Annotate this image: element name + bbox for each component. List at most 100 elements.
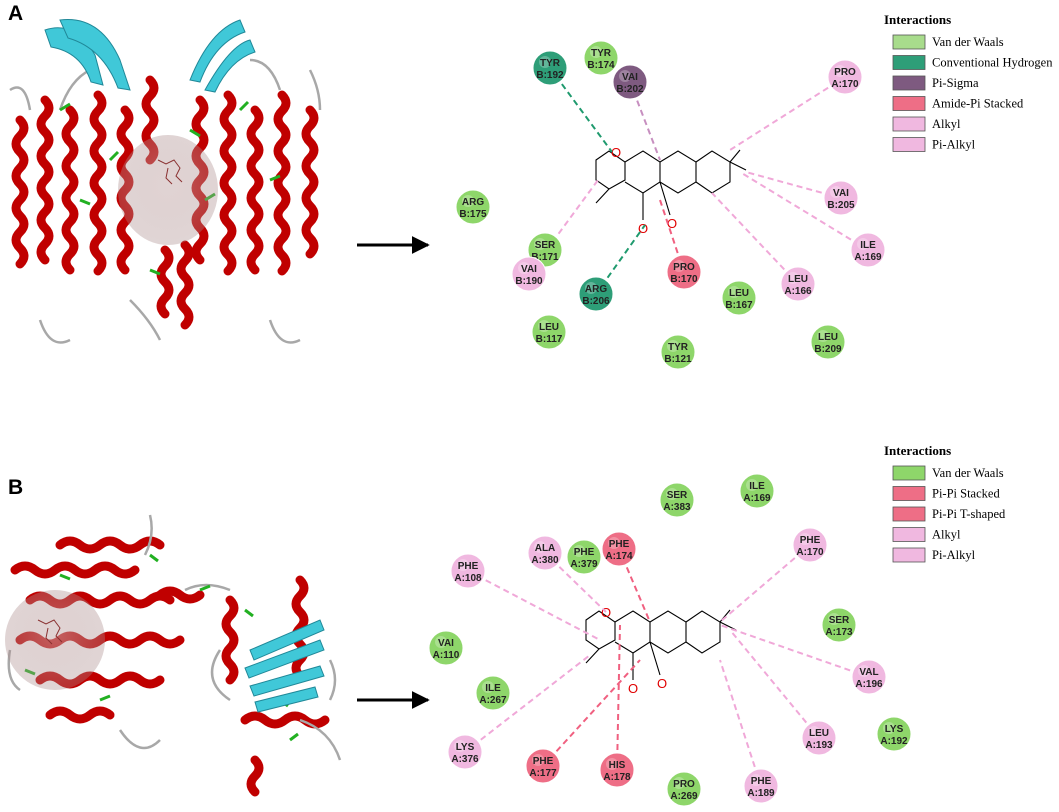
residue-highlight	[728, 286, 740, 298]
ligand-a-oxygen-ring: O	[611, 145, 621, 160]
ligand-b-oxygen-2: O	[657, 676, 667, 691]
residue-id: A:380	[531, 555, 559, 566]
residue-highlight	[532, 754, 544, 766]
residue-name: LEU	[809, 728, 829, 739]
residue-id: B:202	[616, 84, 644, 95]
residue-bubble	[578, 276, 614, 312]
residue-highlight	[857, 238, 869, 250]
legend-item-van-der-waals: Van der Waals	[892, 465, 1004, 481]
residue-id: A:376	[451, 754, 479, 765]
interaction-line-a-ile-a-169	[739, 171, 869, 251]
legend-label: Van der Waals	[932, 35, 1004, 49]
residue-highlight	[539, 56, 551, 68]
residue-highlight	[799, 533, 811, 545]
residue-bubble	[801, 720, 837, 756]
legend-label: Pi-Alkyl	[932, 548, 976, 562]
binding-pocket-b	[5, 590, 105, 690]
legend-swatch	[892, 96, 926, 111]
residue-id: A:192	[880, 736, 908, 747]
residue-bubble	[612, 64, 648, 100]
residue-bubble	[428, 630, 464, 666]
residue-id: A:178	[603, 772, 631, 783]
residue-highlight	[518, 262, 530, 274]
legend-swatch	[892, 75, 926, 91]
interaction-line-b-phe-a-108	[467, 570, 601, 641]
residue-name: HIS	[609, 760, 626, 771]
legend-label: Pi-Alkyl	[932, 138, 976, 152]
residue-id: B:209	[814, 344, 842, 355]
residue-bubble	[659, 482, 695, 518]
residue-name: PRO	[834, 67, 856, 78]
ligand-a	[595, 149, 747, 220]
residue-highlight	[750, 774, 762, 786]
residue-id: A:196	[855, 679, 883, 690]
ligand-in-pocket-b	[37, 619, 63, 645]
interaction-line-b-his-a-178	[616, 624, 621, 771]
residue-highlight	[462, 195, 474, 207]
residue-bubble	[527, 535, 563, 571]
residue-id: B:171	[531, 252, 559, 263]
legend-item-pi-alkyl: Pi-Alkyl	[892, 137, 976, 152]
interaction-line-b-phe-a-189	[719, 659, 762, 787]
residue-bubble	[743, 768, 779, 804]
residue-id: A:267	[479, 695, 507, 706]
legend-label: Alkyl	[932, 117, 961, 131]
interaction-line-b-lys-a-376	[464, 654, 591, 753]
residue-highlight	[883, 722, 895, 734]
legend-swatch	[892, 506, 926, 522]
residue-id: B:206	[582, 296, 610, 307]
interaction-line-a-tyr-b-192	[549, 67, 613, 153]
residue-bubble	[850, 232, 886, 268]
residue-id: A:383	[663, 502, 691, 513]
residue-highlight	[538, 320, 550, 332]
residue-highlight	[830, 186, 842, 198]
interaction-line-b-phe-a-177	[542, 659, 641, 767]
legend-swatch	[892, 547, 926, 563]
residue-name: VAL	[859, 667, 878, 678]
residue-id: A:174	[605, 551, 633, 562]
legend-label: Amide-Pi Stacked	[932, 97, 1024, 111]
residue-id: A:170	[831, 79, 859, 90]
legend-swatch	[892, 527, 926, 542]
legend-label: Pi-Sigma	[932, 76, 979, 90]
residue-bubble	[532, 50, 568, 86]
residue-id: B:190	[515, 276, 543, 287]
residue-highlight	[608, 537, 620, 549]
interaction-lines-a	[528, 67, 869, 295]
residue-id: B:192	[536, 70, 564, 81]
binding-pocket-a	[118, 135, 218, 245]
residue-name: TYR	[668, 342, 689, 353]
legend-label: Pi-Pi Stacked	[932, 487, 1000, 501]
residue-name: SER	[535, 240, 556, 251]
residue-id: B:205	[827, 200, 855, 211]
residue-highlight	[435, 636, 447, 648]
residue-highlight	[606, 758, 618, 770]
protein-structure-b	[5, 514, 342, 797]
ligand-b-oxygen-ring: O	[601, 605, 611, 620]
ligand-a-oxygen-2: O	[667, 216, 677, 231]
interaction-line-b-leu-a-193	[729, 629, 820, 739]
residue-id: B:174	[587, 60, 615, 71]
legend-swatch	[892, 465, 926, 481]
residue-name: ARG	[462, 197, 484, 208]
legend-swatch	[892, 55, 926, 70]
residue-name: TYR	[591, 48, 612, 59]
residue-name: ILE	[749, 481, 765, 492]
legend-a-title: Interactions	[884, 12, 951, 27]
residue-highlight	[828, 613, 840, 625]
residue-name: PHE	[574, 547, 595, 558]
